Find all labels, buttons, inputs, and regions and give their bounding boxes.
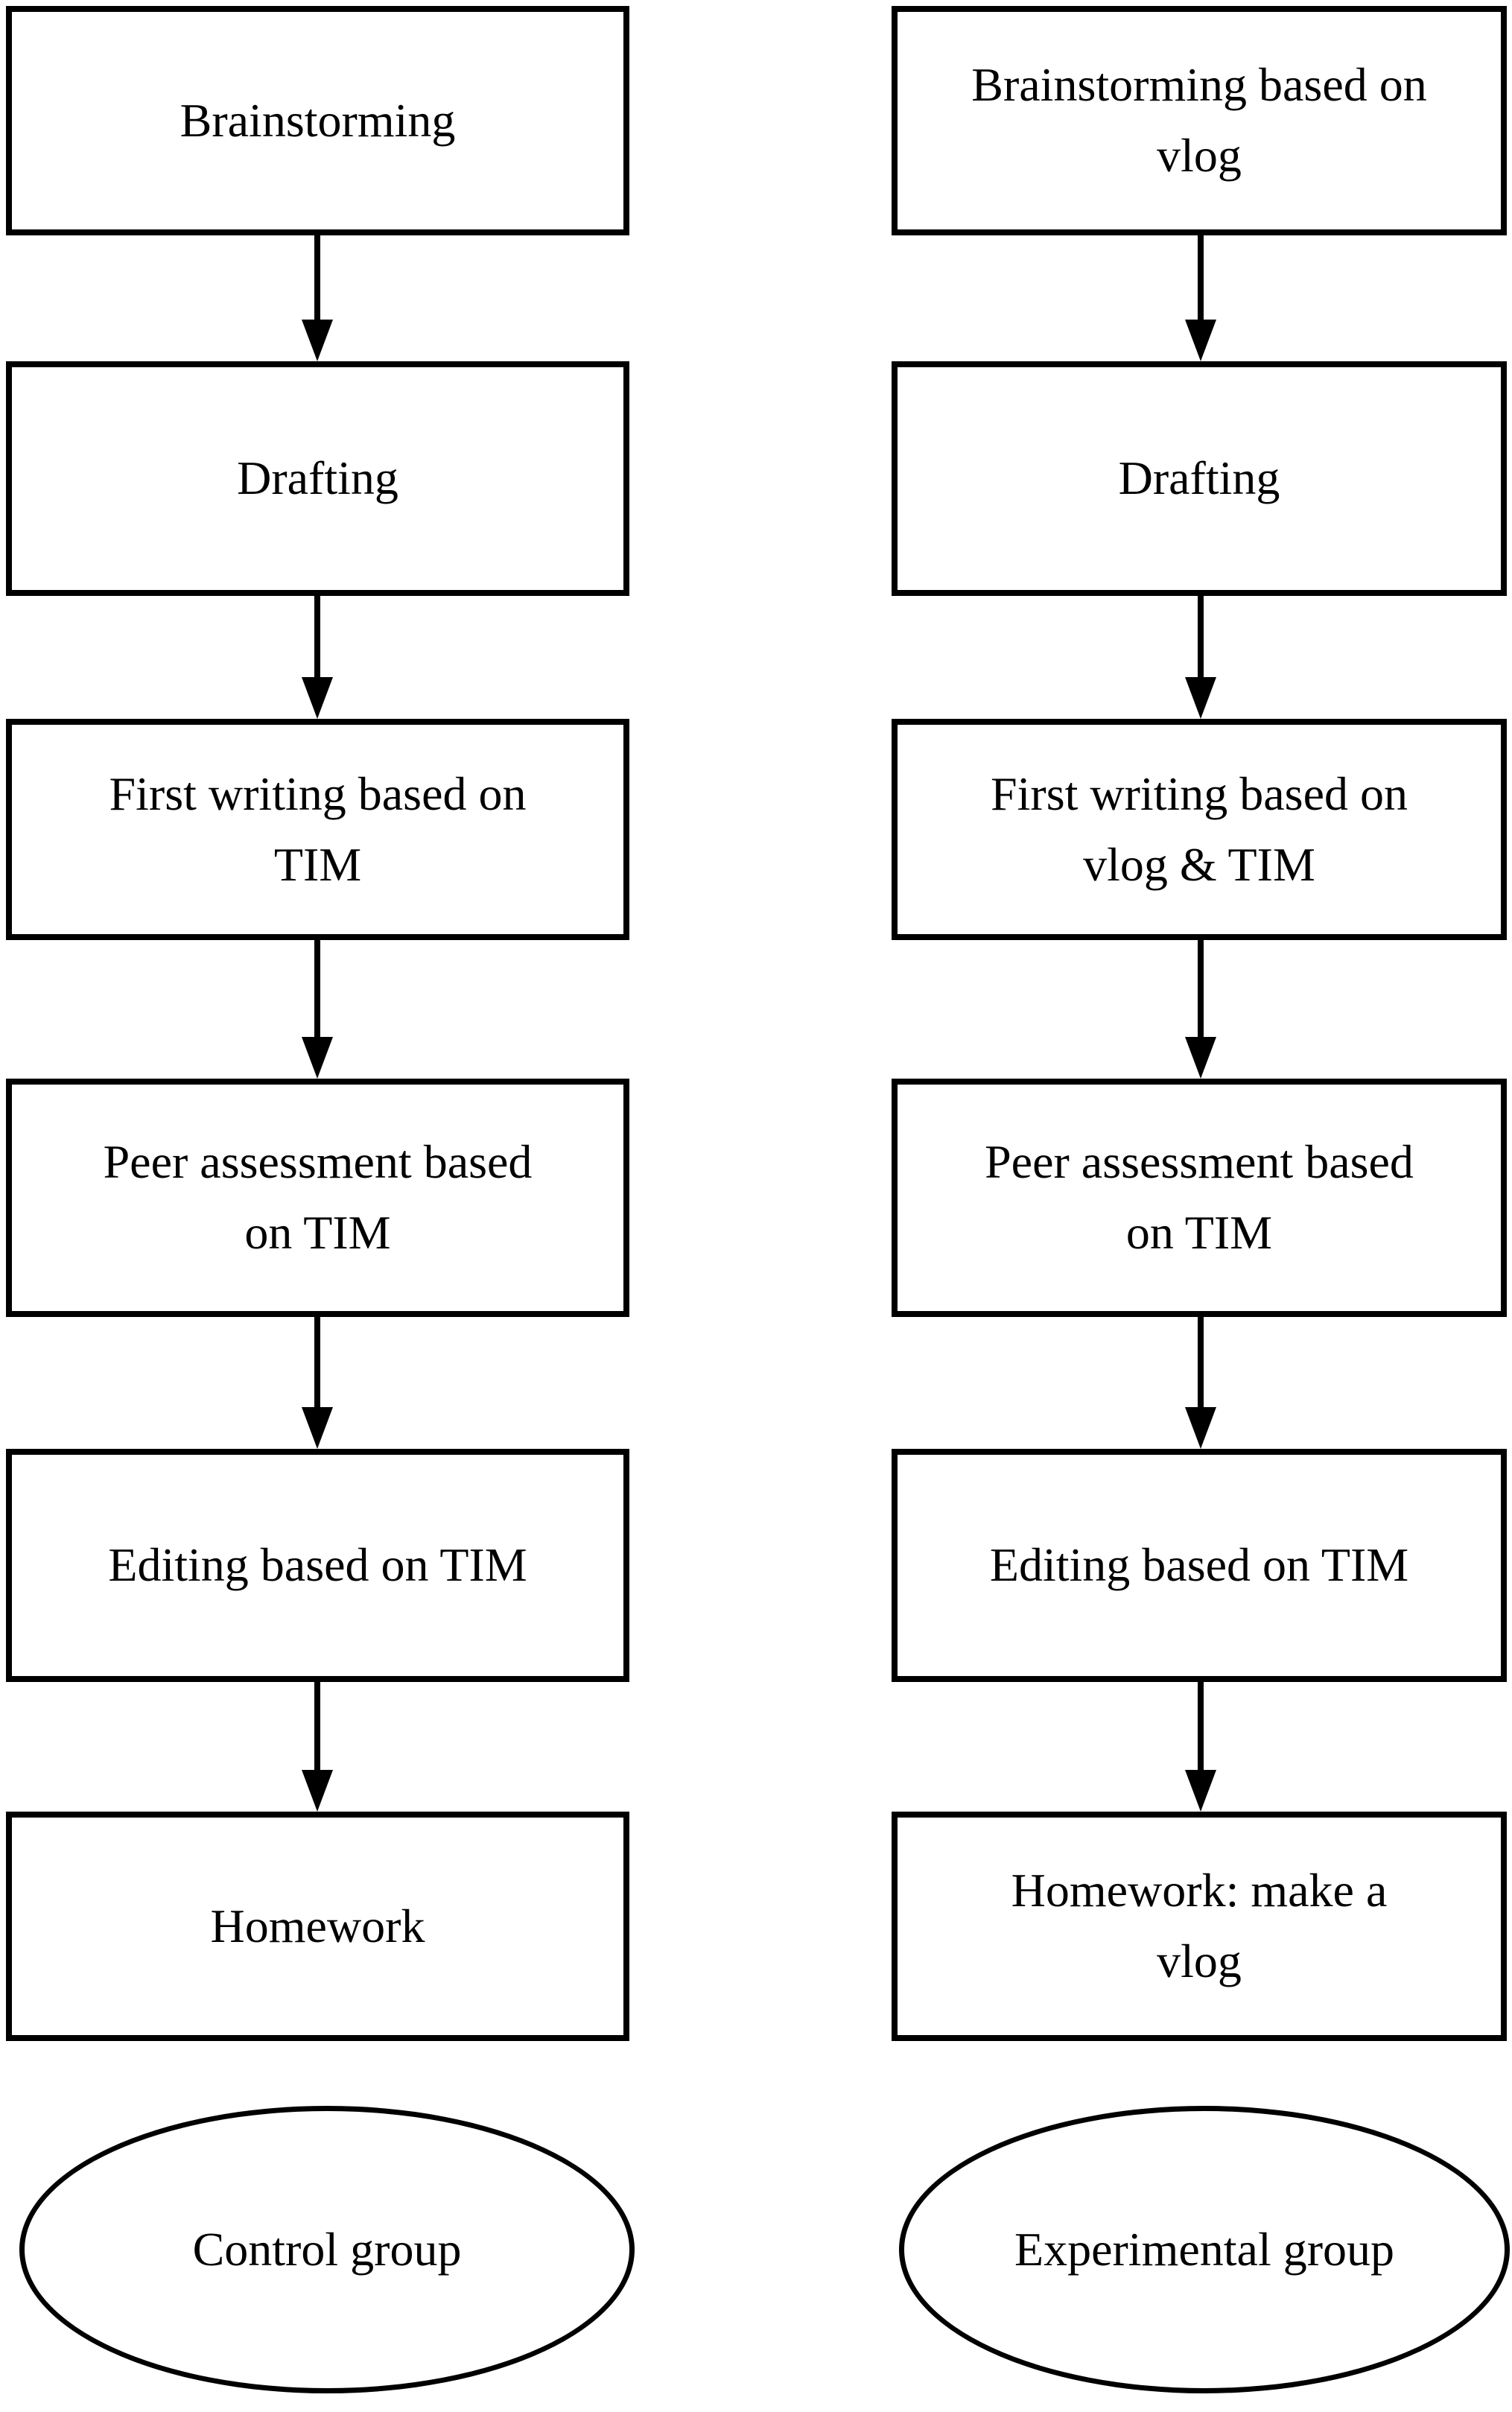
control-flow-arrow-4 [302,1317,333,1449]
arrow-down-icon [1185,1407,1216,1449]
experimental-flow-arrow-2 [1185,596,1216,719]
arrow-down-icon [302,1770,333,1812]
experimental-flow-arrow-4 [1185,1317,1216,1449]
arrow-line [314,235,320,323]
arrow-line [1198,940,1204,1040]
experimental-step-homework-box: Homework: make a vlog [892,1812,1507,2041]
control-step-editing-box: Editing based on TIM [6,1449,629,1682]
control-step-peer-assessment-box: Peer assessment based on TIM [6,1079,629,1317]
arrow-down-icon [1185,1770,1216,1812]
experimental-flow-arrow-5 [1185,1682,1216,1812]
experimental-group-ellipse: Experimental group [899,2106,1510,2393]
arrow-down-icon [302,1037,333,1079]
experimental-flow-arrow-1 [1185,235,1216,361]
arrow-line [314,1682,320,1773]
arrow-down-icon [302,1407,333,1449]
experimental-flow-arrow-3 [1185,940,1216,1079]
control-flow-arrow-5 [302,1682,333,1812]
experimental-step-drafting-box: Drafting [892,361,1507,596]
control-flow-arrow-2 [302,596,333,719]
control-step-brainstorming-box: Brainstorming [6,6,629,235]
arrow-line [314,596,320,680]
experimental-step-first-writing-box: First writing based on vlog & TIM [892,719,1507,940]
control-step-drafting-box: Drafting [6,361,629,596]
arrow-down-icon [1185,677,1216,719]
control-flow-arrow-1 [302,235,333,361]
arrow-line [314,940,320,1040]
arrow-line [1198,596,1204,680]
control-step-homework-box: Homework [6,1812,629,2041]
control-flow-arrow-3 [302,940,333,1079]
experimental-step-brainstorming-box: Brainstorming based on vlog [892,6,1507,235]
experimental-step-peer-assessment-box: Peer assessment based on TIM [892,1079,1507,1317]
arrow-down-icon [1185,320,1216,361]
arrow-down-icon [302,320,333,361]
arrow-down-icon [1185,1037,1216,1079]
arrow-line [1198,1317,1204,1410]
arrow-line [314,1317,320,1410]
arrow-line [1198,235,1204,323]
control-step-first-writing-box: First writing based on TIM [6,719,629,940]
experimental-step-editing-box: Editing based on TIM [892,1449,1507,1682]
control-group-ellipse: Control group [19,2106,635,2393]
arrow-line [1198,1682,1204,1773]
arrow-down-icon [302,677,333,719]
